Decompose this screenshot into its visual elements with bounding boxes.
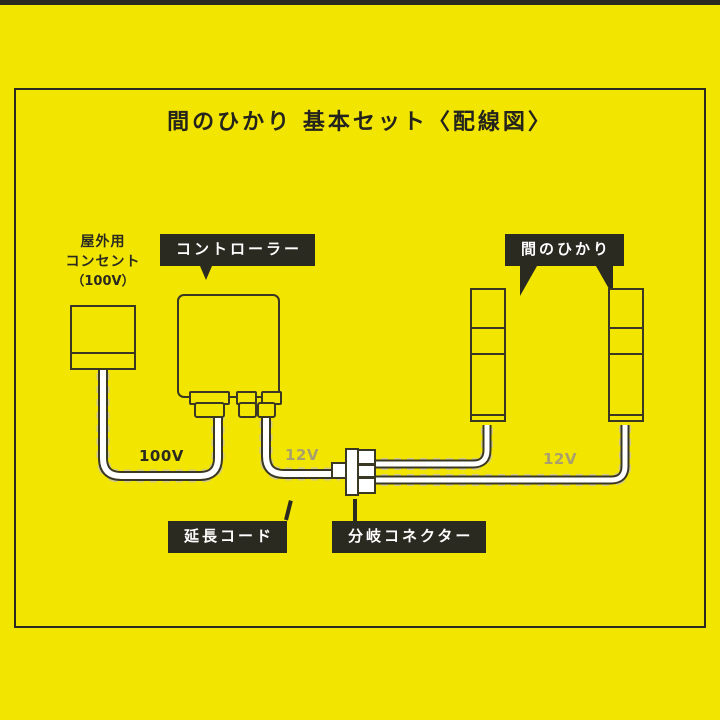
branch-connector-top-lug: [357, 449, 376, 465]
branch-connector-callout: 分岐コネクター: [332, 521, 487, 553]
light-callout-tail-left: [520, 266, 537, 296]
controller-port-2-inner: [238, 402, 257, 418]
outlet-label-line2: コンセント: [65, 254, 141, 271]
light-callout-label: 間のひかり: [521, 240, 612, 258]
branch-connector-bottom-lug: [357, 477, 376, 494]
extension-cord-callout-label: 延長コード: [184, 527, 275, 545]
controller-port-3-inner: [257, 402, 276, 418]
cable-branch-right-shadow: [368, 425, 631, 486]
branch-connector-callout-stem: [353, 499, 357, 521]
cable-branch-left-shadow: [368, 425, 493, 470]
cable-ext-shadow: [259, 408, 340, 481]
light-left-divider-1: [470, 327, 506, 329]
light-right-divider-1: [608, 327, 644, 329]
cable-branch-left-inner: [368, 425, 490, 467]
voltage-low-left-label: 12V: [285, 446, 319, 464]
cable-mains-inner: [100, 360, 221, 479]
outlet-label-line3: （100V）: [71, 273, 135, 289]
controller-callout-tail: [200, 266, 212, 280]
voltage-low-right-label: 12V: [543, 450, 577, 468]
light-right-divider-2: [608, 353, 644, 355]
cable-ext-outer: [261, 408, 340, 479]
branch-connector-left-lug: [331, 462, 347, 479]
light-callout: 間のひかり: [505, 234, 625, 266]
light-left-base: [470, 414, 506, 422]
branch-connector-mid-lug: [357, 464, 376, 478]
light-right: [608, 288, 644, 416]
cable-branch-right-inner: [368, 425, 628, 483]
light-right-base: [608, 414, 644, 422]
controller-callout: コントローラー: [160, 234, 316, 266]
extension-cord-callout: 延長コード: [168, 521, 288, 553]
branch-connector-callout-label: 分岐コネクター: [348, 527, 474, 545]
outdoor-outlet: [70, 305, 136, 370]
top-accent-bar: [0, 0, 720, 5]
outlet-label: 屋外用 コンセント （100V）: [43, 232, 163, 291]
light-left-divider-2: [470, 353, 506, 355]
controller-port-1-inner: [194, 402, 225, 418]
light-left: [470, 288, 506, 416]
cable-ext-inner: [263, 408, 340, 477]
outlet-label-line1: 屋外用: [80, 234, 126, 250]
outlet-divider-line: [70, 352, 136, 354]
voltage-mains-label: 100V: [139, 447, 184, 465]
controller-callout-label: コントローラー: [176, 240, 303, 258]
diagram-frame: [14, 88, 706, 628]
controller: [177, 294, 280, 398]
page-title: 間のひかり 基本セット〈配線図〉: [167, 110, 553, 135]
cable-branch-right-outer: [368, 425, 630, 485]
